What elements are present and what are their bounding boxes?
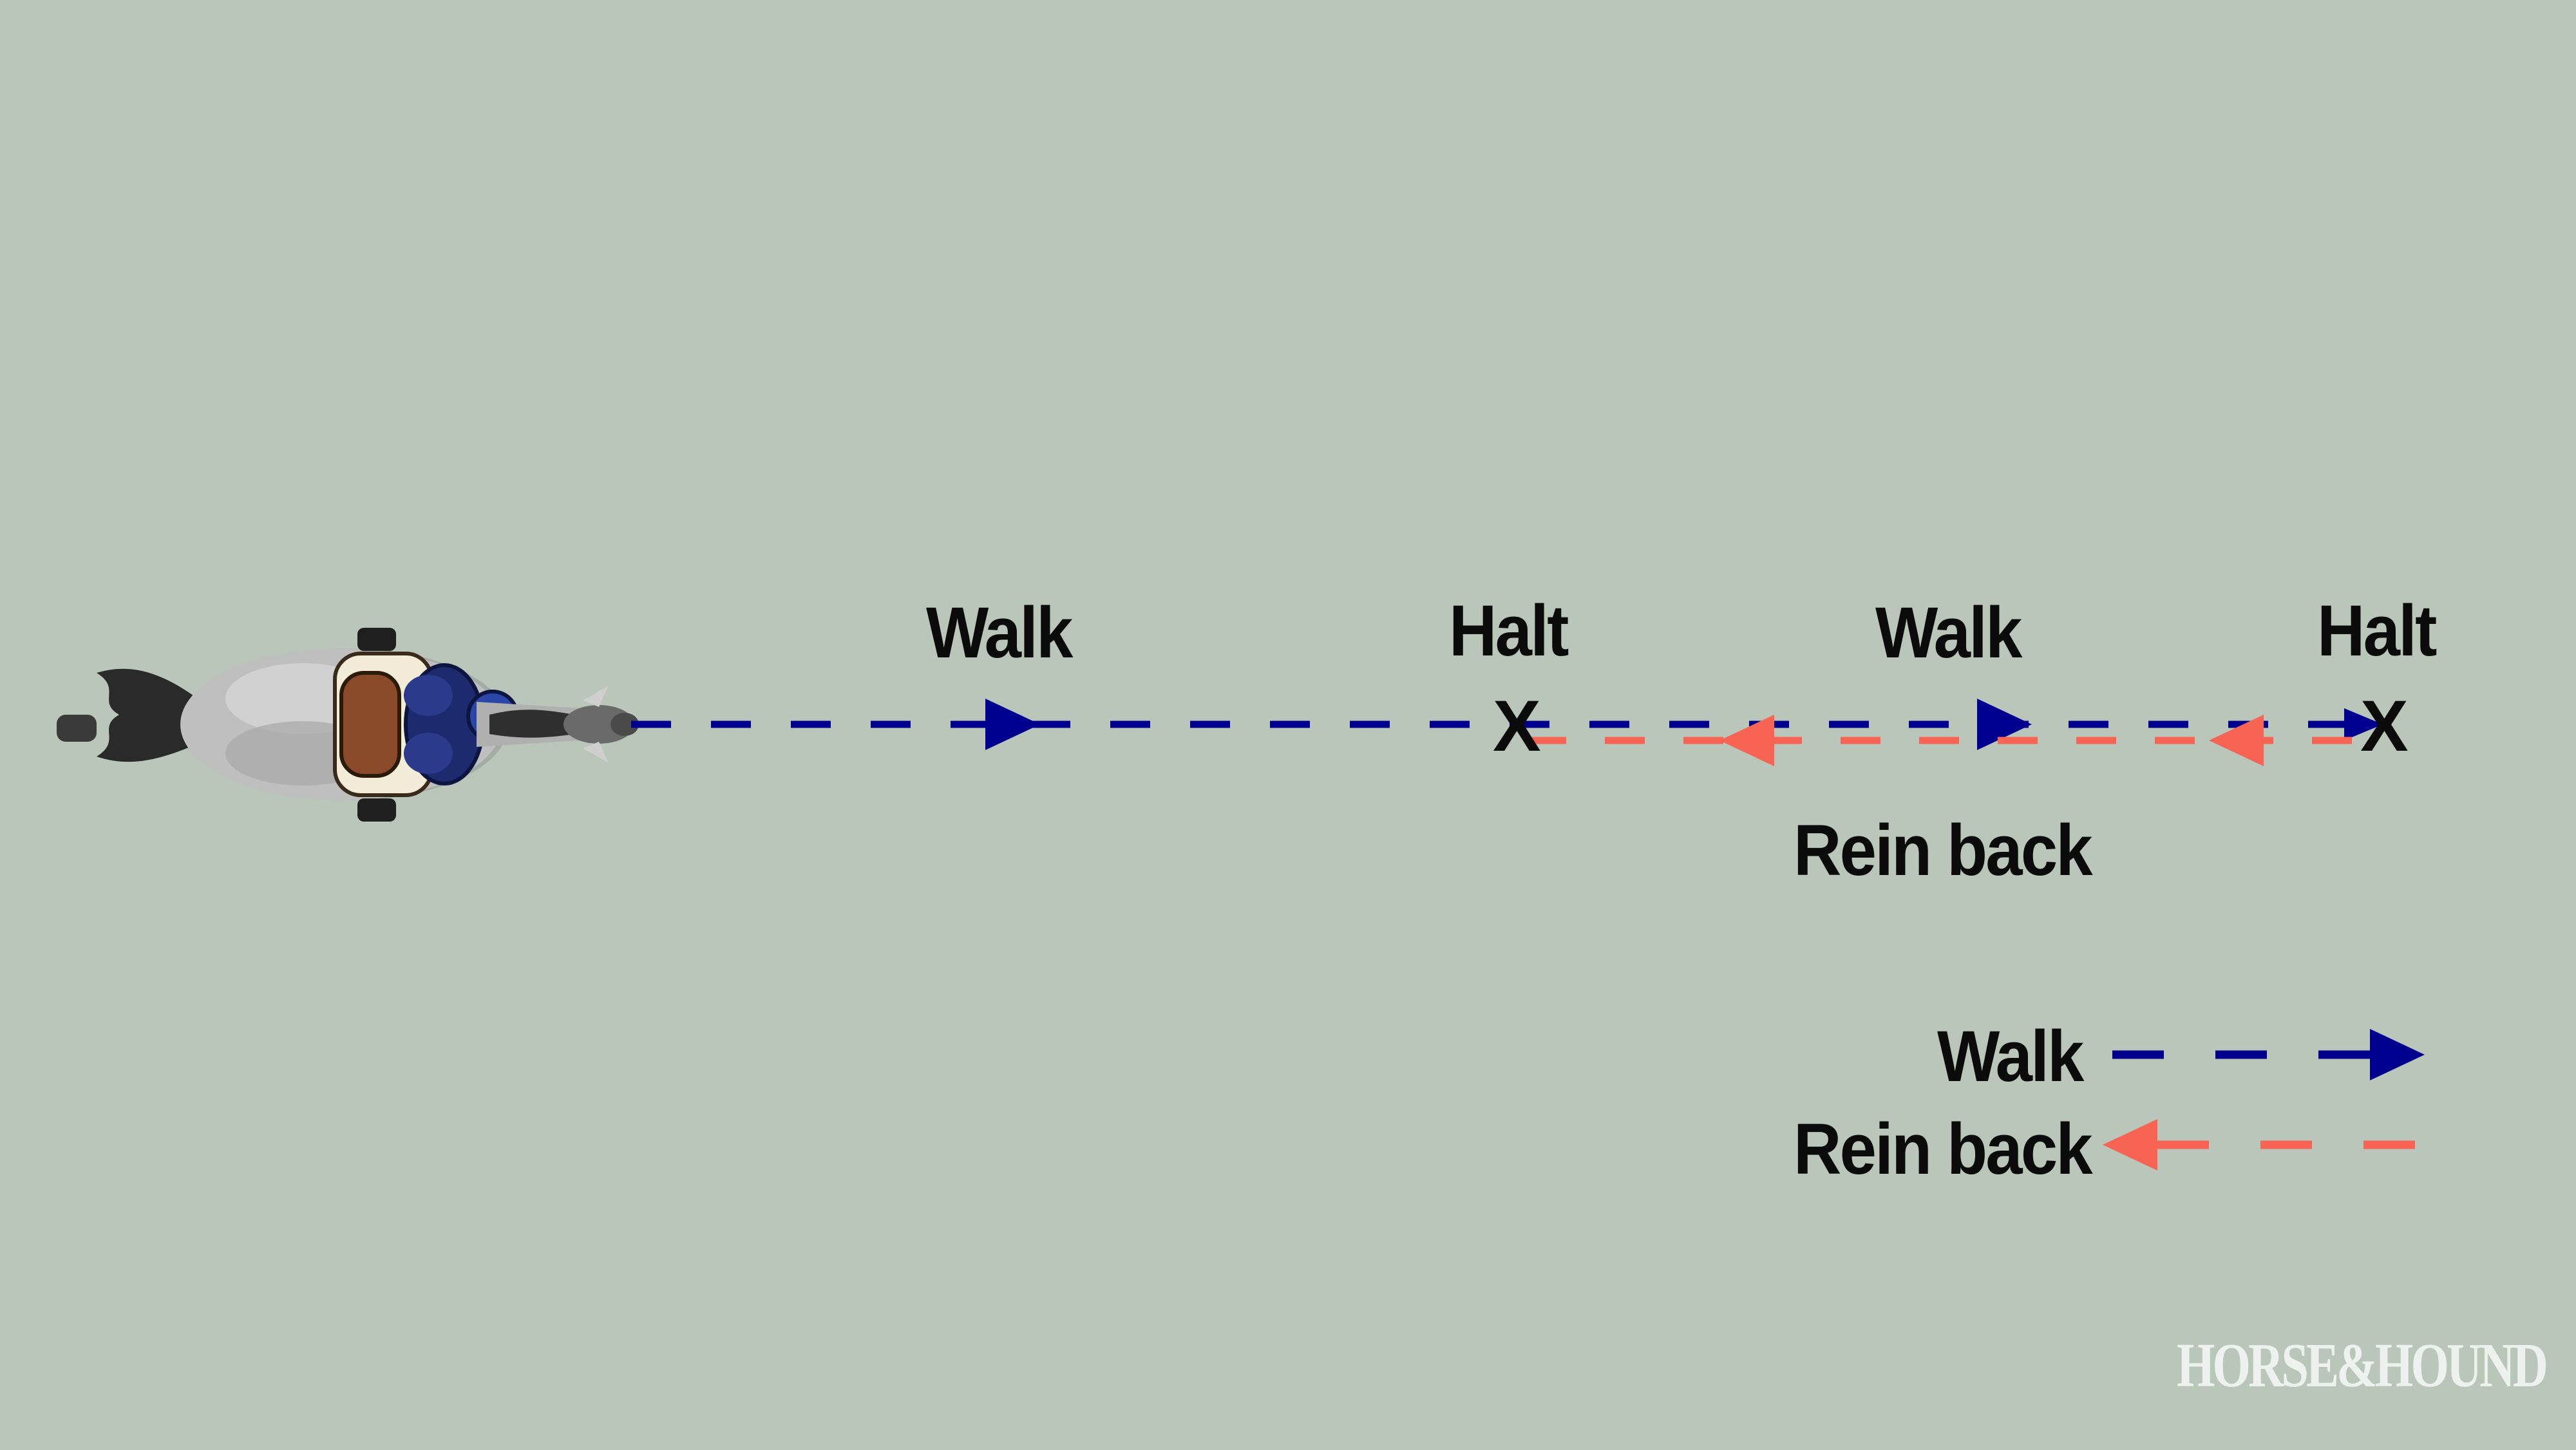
rein-back-arrow-icon	[2209, 715, 2264, 766]
walk-arrow-icon	[1977, 699, 2032, 750]
rein-back-path	[1526, 715, 2383, 766]
walk-arrow-icon	[2344, 708, 2383, 740]
walk-label-1: Walk	[926, 592, 1073, 673]
walk-label-2: Walk	[1875, 592, 2022, 673]
halt-label-2: Halt	[2317, 590, 2437, 671]
legend-rein-back-label: Rein back	[1794, 1109, 2093, 1189]
legend-walk-label: Walk	[1937, 1016, 2084, 1097]
halt-label-1: Halt	[1449, 590, 1569, 671]
horse-and-hound-logo: HORSE&HOUND	[2177, 1331, 2548, 1400]
legend-walk-line	[2112, 1029, 2425, 1080]
walk-arrow-icon	[985, 699, 1040, 750]
legend-rein-back-arrow-icon	[2103, 1119, 2157, 1171]
horse-and-rider-icon	[57, 628, 639, 822]
legend-walk-arrow-icon	[2370, 1029, 2425, 1080]
walk-path	[631, 699, 2383, 750]
rein-back-label: Rein back	[1794, 810, 2093, 890]
halt-marker-1: X	[1493, 686, 1541, 766]
halt-marker-2: X	[2360, 686, 2409, 766]
legend-rein-back-line	[2103, 1119, 2421, 1171]
rein-back-arrow-icon	[1719, 715, 1774, 766]
